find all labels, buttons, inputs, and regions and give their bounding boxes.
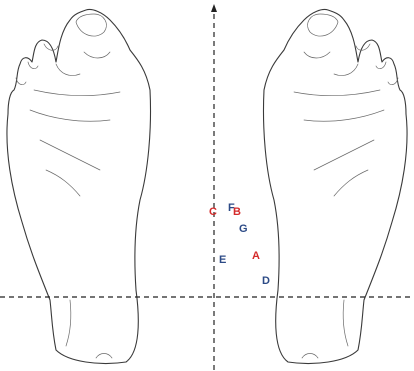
point-label-b: B <box>233 206 241 218</box>
vertical-axis-arrow <box>211 4 217 12</box>
right-foot <box>263 9 407 363</box>
point-label-e: E <box>219 254 226 266</box>
point-label-a: A <box>252 250 260 262</box>
point-labels: C F B G A E D <box>209 202 270 287</box>
left-foot <box>7 9 151 363</box>
point-label-d: D <box>262 275 270 287</box>
point-label-g: G <box>239 223 248 235</box>
point-label-c: C <box>209 206 217 218</box>
